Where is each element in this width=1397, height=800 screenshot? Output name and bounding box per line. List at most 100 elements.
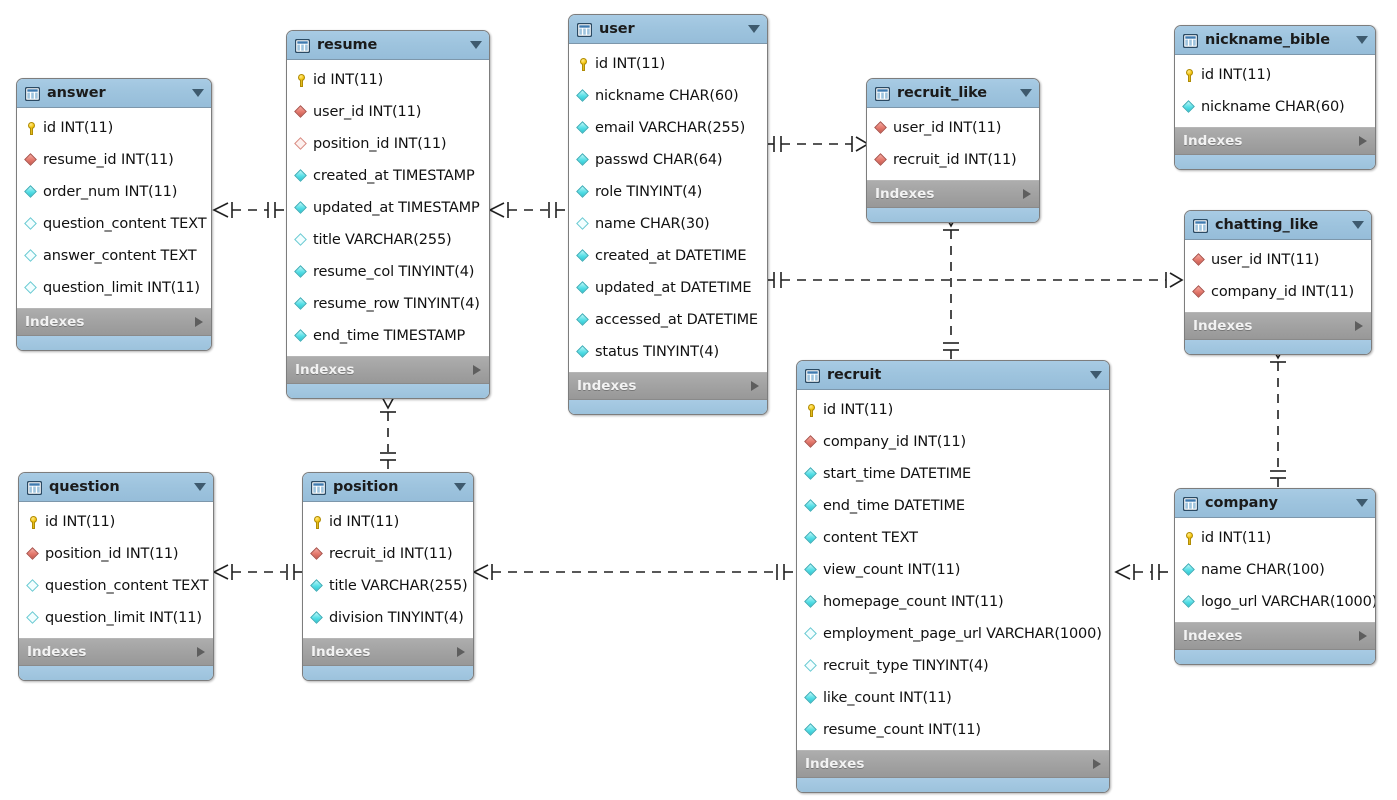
- table-header-nickname_bible[interactable]: nickname_bible: [1175, 26, 1375, 55]
- column-row[interactable]: company_id INT(11): [797, 426, 1109, 458]
- table-header-question[interactable]: question: [19, 473, 213, 502]
- table-company[interactable]: company id INT(11)name CHAR(100)logo_url …: [1174, 488, 1376, 665]
- column-row[interactable]: start_time DATETIME: [797, 458, 1109, 490]
- column-row[interactable]: created_at TIMESTAMP: [287, 160, 489, 192]
- column-row[interactable]: answer_content TEXT: [17, 240, 211, 272]
- column-row[interactable]: nickname CHAR(60): [569, 80, 767, 112]
- relationship-user-chatting-like[interactable]: [768, 272, 1184, 288]
- table-header-recruit_like[interactable]: recruit_like: [867, 79, 1039, 108]
- chevron-right-icon[interactable]: [751, 381, 759, 391]
- chevron-right-icon[interactable]: [1023, 189, 1031, 199]
- table-header-recruit[interactable]: recruit: [797, 361, 1109, 390]
- column-row[interactable]: name CHAR(100): [1175, 554, 1375, 586]
- column-row[interactable]: id INT(11): [797, 394, 1109, 426]
- column-row[interactable]: resume_row TINYINT(4): [287, 288, 489, 320]
- column-row[interactable]: user_id INT(11): [867, 112, 1039, 144]
- chevron-down-icon[interactable]: [194, 483, 206, 491]
- column-row[interactable]: passwd CHAR(64): [569, 144, 767, 176]
- indexes-bar-user[interactable]: Indexes: [569, 373, 767, 400]
- table-header-position[interactable]: position: [303, 473, 473, 502]
- column-row[interactable]: nickname CHAR(60): [1175, 91, 1375, 123]
- column-row[interactable]: id INT(11): [1175, 59, 1375, 91]
- chevron-down-icon[interactable]: [470, 41, 482, 49]
- table-user[interactable]: user id INT(11)nickname CHAR(60)email VAR…: [568, 14, 768, 415]
- indexes-bar-position[interactable]: Indexes: [303, 639, 473, 666]
- column-row[interactable]: end_time TIMESTAMP: [287, 320, 489, 352]
- relationship-answer-resume[interactable]: [212, 202, 286, 218]
- column-row[interactable]: id INT(11): [569, 48, 767, 80]
- indexes-bar-answer[interactable]: Indexes: [17, 309, 211, 336]
- chevron-right-icon[interactable]: [473, 365, 481, 375]
- column-row[interactable]: id INT(11): [1175, 522, 1375, 554]
- indexes-bar-company[interactable]: Indexes: [1175, 623, 1375, 650]
- column-row[interactable]: company_id INT(11): [1185, 276, 1371, 308]
- column-row[interactable]: end_time DATETIME: [797, 490, 1109, 522]
- column-row[interactable]: recruit_type TINYINT(4): [797, 650, 1109, 682]
- table-position[interactable]: position id INT(11)recruit_id INT(11)titl…: [302, 472, 474, 681]
- column-row[interactable]: order_num INT(11): [17, 176, 211, 208]
- chevron-right-icon[interactable]: [1359, 631, 1367, 641]
- table-chatting_like[interactable]: chatting_like user_id INT(11)company_id I…: [1184, 210, 1372, 355]
- column-row[interactable]: logo_url VARCHAR(1000): [1175, 586, 1375, 618]
- table-question[interactable]: question id INT(11)position_id INT(11)que…: [18, 472, 214, 681]
- column-row[interactable]: id INT(11): [17, 112, 211, 144]
- relationship-chatting-like-company[interactable]: [1270, 344, 1286, 488]
- relationship-recruit-company[interactable]: [1114, 564, 1174, 580]
- table-header-company[interactable]: company: [1175, 489, 1375, 518]
- relationship-resume-position[interactable]: [380, 394, 396, 472]
- column-row[interactable]: updated_at TIMESTAMP: [287, 192, 489, 224]
- column-row[interactable]: recruit_id INT(11): [303, 538, 473, 570]
- column-row[interactable]: question_content TEXT: [19, 570, 213, 602]
- column-row[interactable]: division TINYINT(4): [303, 602, 473, 634]
- column-row[interactable]: name CHAR(30): [569, 208, 767, 240]
- chevron-down-icon[interactable]: [192, 89, 204, 97]
- column-row[interactable]: user_id INT(11): [287, 96, 489, 128]
- column-row[interactable]: id INT(11): [303, 506, 473, 538]
- chevron-down-icon[interactable]: [1020, 89, 1032, 97]
- column-row[interactable]: position_id INT(11): [19, 538, 213, 570]
- table-header-user[interactable]: user: [569, 15, 767, 44]
- column-row[interactable]: homepage_count INT(11): [797, 586, 1109, 618]
- chevron-down-icon[interactable]: [454, 483, 466, 491]
- column-row[interactable]: accessed_at DATETIME: [569, 304, 767, 336]
- chevron-down-icon[interactable]: [1356, 36, 1368, 44]
- column-row[interactable]: role TINYINT(4): [569, 176, 767, 208]
- column-row[interactable]: email VARCHAR(255): [569, 112, 767, 144]
- chevron-right-icon[interactable]: [195, 317, 203, 327]
- table-header-resume[interactable]: resume: [287, 31, 489, 60]
- column-row[interactable]: user_id INT(11): [1185, 244, 1371, 276]
- column-row[interactable]: resume_col TINYINT(4): [287, 256, 489, 288]
- column-row[interactable]: question_content TEXT: [17, 208, 211, 240]
- column-row[interactable]: status TINYINT(4): [569, 336, 767, 368]
- relationship-recruit-like-recruit[interactable]: [943, 212, 959, 360]
- chevron-down-icon[interactable]: [1352, 221, 1364, 229]
- relationship-position-recruit[interactable]: [472, 564, 796, 580]
- indexes-bar-recruit_like[interactable]: Indexes: [867, 181, 1039, 208]
- column-row[interactable]: view_count INT(11): [797, 554, 1109, 586]
- chevron-down-icon[interactable]: [1090, 371, 1102, 379]
- column-row[interactable]: title VARCHAR(255): [303, 570, 473, 602]
- table-recruit[interactable]: recruit id INT(11)company_id INT(11)start…: [796, 360, 1110, 793]
- chevron-right-icon[interactable]: [1093, 759, 1101, 769]
- relationship-user-recruit-like[interactable]: [768, 136, 870, 152]
- chevron-right-icon[interactable]: [197, 647, 205, 657]
- column-row[interactable]: employment_page_url VARCHAR(1000): [797, 618, 1109, 650]
- chevron-right-icon[interactable]: [1355, 321, 1363, 331]
- indexes-bar-nickname_bible[interactable]: Indexes: [1175, 128, 1375, 155]
- column-row[interactable]: content TEXT: [797, 522, 1109, 554]
- indexes-bar-question[interactable]: Indexes: [19, 639, 213, 666]
- column-row[interactable]: created_at DATETIME: [569, 240, 767, 272]
- column-row[interactable]: title VARCHAR(255): [287, 224, 489, 256]
- relationship-resume-user[interactable]: [488, 202, 568, 218]
- column-row[interactable]: resume_count INT(11): [797, 714, 1109, 746]
- column-row[interactable]: resume_id INT(11): [17, 144, 211, 176]
- chevron-right-icon[interactable]: [457, 647, 465, 657]
- column-row[interactable]: question_limit INT(11): [17, 272, 211, 304]
- column-row[interactable]: id INT(11): [19, 506, 213, 538]
- table-header-chatting_like[interactable]: chatting_like: [1185, 211, 1371, 240]
- column-row[interactable]: updated_at DATETIME: [569, 272, 767, 304]
- column-row[interactable]: id INT(11): [287, 64, 489, 96]
